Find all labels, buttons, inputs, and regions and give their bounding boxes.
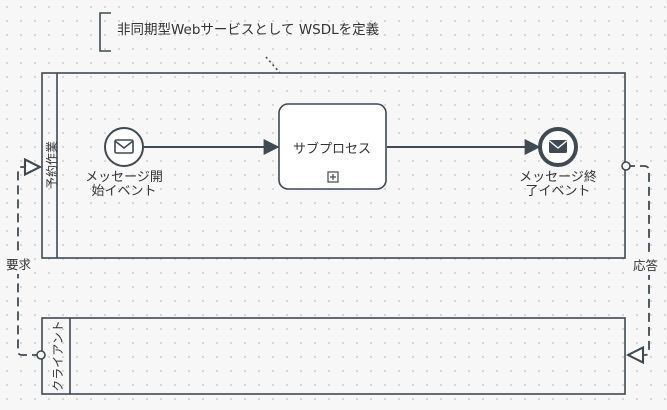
- pool-client[interactable]: [41, 317, 626, 395]
- pool-name-reservation: 予約作業: [45, 141, 59, 190]
- envelope-filled-icon: [549, 140, 567, 153]
- request-flow-label: 要求: [6, 253, 32, 274]
- message-start-event[interactable]: [104, 127, 144, 167]
- envelope-icon: [114, 139, 134, 154]
- message-end-event[interactable]: [538, 127, 578, 167]
- expand-marker-icon[interactable]: [327, 171, 339, 183]
- subprocess-task[interactable]: [278, 103, 387, 190]
- response-flow-label: 応答: [633, 254, 659, 275]
- annotation-text: 非同期型Webサービスとして WSDLを定義: [117, 22, 380, 38]
- start-event-label: メッセージ開 始イベント: [85, 170, 163, 199]
- end-event-label: メッセージ終 了イベント: [519, 170, 597, 199]
- subprocess-label: サブプロセス: [292, 142, 371, 157]
- text-annotation[interactable]: [99, 12, 281, 74]
- pool-name-client: クライアント: [51, 320, 65, 392]
